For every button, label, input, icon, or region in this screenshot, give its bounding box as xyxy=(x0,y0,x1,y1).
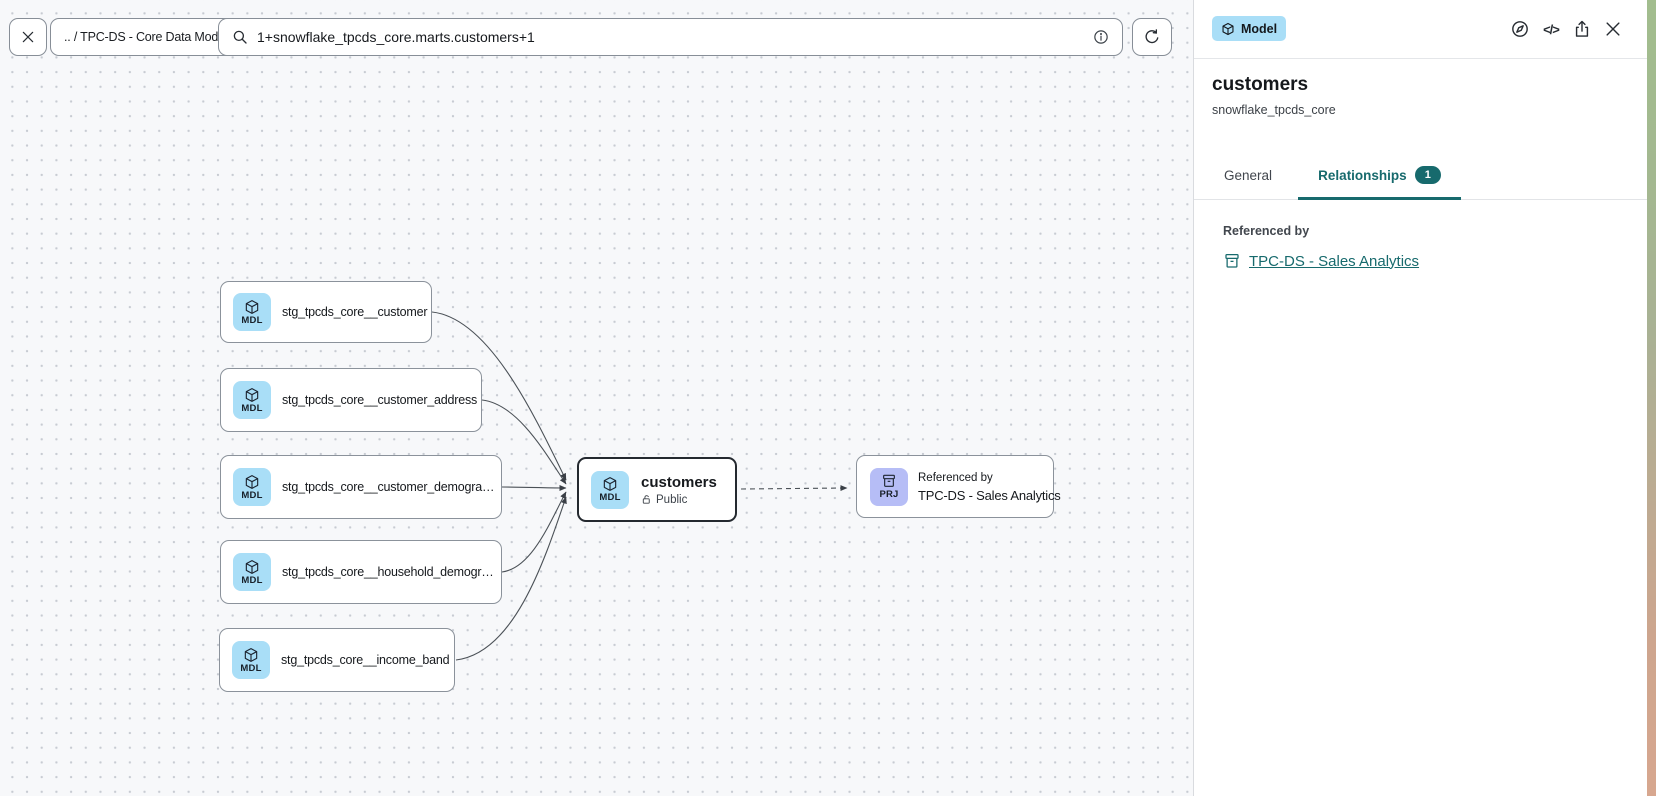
cube-icon xyxy=(245,474,259,489)
compass-icon xyxy=(1512,21,1528,37)
close-panel-button[interactable] xyxy=(1603,19,1623,39)
cube-icon xyxy=(603,477,617,491)
tab-relationships[interactable]: Relationships 1 xyxy=(1298,150,1461,200)
model-type-badge: MDL xyxy=(233,293,271,331)
node-label: customers xyxy=(641,473,717,491)
node-visibility: Public xyxy=(641,494,717,506)
refresh-icon xyxy=(1145,29,1159,44)
resource-type-badge: Model xyxy=(1212,16,1287,41)
panel-actions: </> xyxy=(1510,19,1623,39)
node-customers-selected[interactable]: MDL customers Public xyxy=(577,457,737,522)
referenced-by-section-label: Referenced by xyxy=(1223,224,1310,238)
badge-label: MDL xyxy=(599,492,621,503)
info-icon[interactable] xyxy=(1092,28,1110,46)
visibility-label: Public xyxy=(656,493,688,506)
share-icon xyxy=(1575,20,1589,37)
badge-label: MDL xyxy=(241,574,263,586)
edge-referenced-by xyxy=(740,485,848,492)
node-kicker: Referenced by xyxy=(918,471,993,484)
node-text: Referenced by TPC-DS - Sales Analytics xyxy=(918,471,1061,503)
node-label: TPC-DS - Sales Analytics xyxy=(918,487,1061,503)
project-icon xyxy=(1225,253,1239,268)
desktop-wallpaper-edge xyxy=(1647,0,1656,796)
cube-icon xyxy=(1222,22,1234,35)
lineage-search-bar[interactable] xyxy=(218,18,1123,56)
node-stg-tpcds-core-customer[interactable]: MDL stg_tpcds_core__customer xyxy=(220,281,432,343)
breadcrumb[interactable]: .. / TPC-DS - Core Data Models xyxy=(50,18,248,56)
badge-label: MDL xyxy=(240,662,262,674)
share-button[interactable] xyxy=(1572,19,1592,39)
resource-type-label: Model xyxy=(1241,21,1278,36)
node-label: stg_tpcds_core__income_band xyxy=(281,653,450,667)
badge-label: PRJ xyxy=(879,489,899,500)
detail-panel: Model </> customers snowflake_tpcds_core… xyxy=(1193,0,1647,796)
project-icon xyxy=(883,474,895,487)
tab-general[interactable]: General xyxy=(1206,150,1290,200)
node-label: stg_tpcds_core__customer xyxy=(282,305,428,319)
model-type-badge: MDL xyxy=(233,553,271,591)
refresh-lineage-button[interactable] xyxy=(1132,18,1172,56)
panel-header-divider xyxy=(1194,58,1647,59)
badge-label: MDL xyxy=(241,489,263,501)
cube-icon xyxy=(245,387,259,402)
edge-household-demographics xyxy=(501,491,567,573)
lineage-edges xyxy=(431,311,848,661)
page-title: customers xyxy=(1212,74,1309,95)
model-type-badge: MDL xyxy=(233,381,271,419)
edge-customer-demographics xyxy=(501,484,567,491)
node-stg-tpcds-core-customer-demographics[interactable]: MDL stg_tpcds_core__customer_demogra… xyxy=(220,455,502,519)
tab-label: Relationships xyxy=(1318,167,1407,183)
breadcrumb-label: .. / TPC-DS - Core Data Models xyxy=(64,30,234,44)
model-type-badge: MDL xyxy=(233,468,271,506)
active-tab-indicator xyxy=(1298,197,1461,200)
node-referenced-project[interactable]: PRJ Referenced by TPC-DS - Sales Analyti… xyxy=(856,455,1061,518)
search-input[interactable] xyxy=(257,29,1084,45)
node-label: stg_tpcds_core__customer_address xyxy=(282,393,478,407)
referenced-project-link[interactable]: TPC-DS - Sales Analytics xyxy=(1249,252,1420,270)
cube-icon xyxy=(245,299,259,314)
relationships-count-badge: 1 xyxy=(1414,166,1441,184)
node-stg-tpcds-core-customer-address[interactable]: MDL stg_tpcds_core__customer_address xyxy=(220,368,482,432)
unlock-icon xyxy=(642,495,650,504)
model-type-badge: MDL xyxy=(591,470,629,509)
cube-icon xyxy=(244,647,258,662)
lineage-canvas[interactable]: MDL stg_tpcds_core__customer MDL stg_tpc… xyxy=(0,0,1193,796)
node-stg-tpcds-core-income-band[interactable]: MDL stg_tpcds_core__income_band xyxy=(219,628,455,692)
node-label: stg_tpcds_core__customer_demogra… xyxy=(282,480,495,494)
search-icon xyxy=(233,30,247,44)
project-type-badge: PRJ xyxy=(870,467,908,506)
code-icon: </> xyxy=(1543,21,1560,37)
node-stg-tpcds-core-household-demographics[interactable]: MDL stg_tpcds_core__household_demogr… xyxy=(220,540,502,604)
badge-label: MDL xyxy=(241,314,263,326)
schema-subtitle: snowflake_tpcds_core xyxy=(1212,103,1336,117)
view-code-button[interactable]: </> xyxy=(1541,19,1561,39)
explore-lineage-button[interactable] xyxy=(1510,19,1530,39)
cube-icon xyxy=(245,559,259,574)
panel-tabs: General Relationships 1 xyxy=(1194,150,1647,200)
tab-label: General xyxy=(1223,167,1273,183)
close-icon xyxy=(22,31,34,43)
node-label: stg_tpcds_core__household_demogr… xyxy=(282,565,494,579)
badge-label: MDL xyxy=(241,402,263,414)
close-icon xyxy=(1606,22,1620,36)
node-text: customers Public xyxy=(641,474,717,506)
referenced-project-link-row[interactable]: TPC-DS - Sales Analytics xyxy=(1223,252,1419,270)
close-lineage-button[interactable] xyxy=(9,18,47,56)
model-type-badge: MDL xyxy=(232,641,270,679)
